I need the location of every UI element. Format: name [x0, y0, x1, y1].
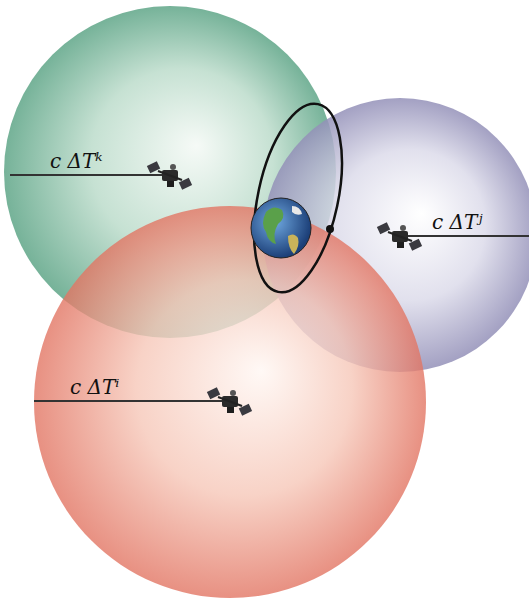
range-label: c ΔTʲ — [432, 211, 483, 233]
range-label-box: c ΔTʲ — [432, 211, 483, 233]
range-label-box: c ΔTᵏ — [50, 150, 103, 172]
orbit — [239, 96, 357, 300]
earth — [251, 198, 311, 258]
sphere-shape — [34, 206, 426, 598]
sphere-fill — [34, 206, 426, 598]
satellite-icon — [377, 222, 422, 250]
radius-line — [400, 235, 529, 237]
radius-line — [10, 174, 170, 176]
satellite-icon — [207, 387, 252, 415]
range-sphere: c ΔTⁱ — [34, 206, 426, 598]
cloud — [292, 206, 302, 215]
range-label-box: c ΔTⁱ — [70, 376, 119, 398]
continent — [288, 234, 299, 254]
continent — [263, 207, 283, 244]
range-label: c ΔTᵏ — [50, 150, 103, 172]
range-label: c ΔTⁱ — [70, 376, 119, 398]
receiver-dot — [326, 225, 334, 233]
radius-line — [34, 400, 230, 402]
satellite-icon — [147, 161, 192, 189]
